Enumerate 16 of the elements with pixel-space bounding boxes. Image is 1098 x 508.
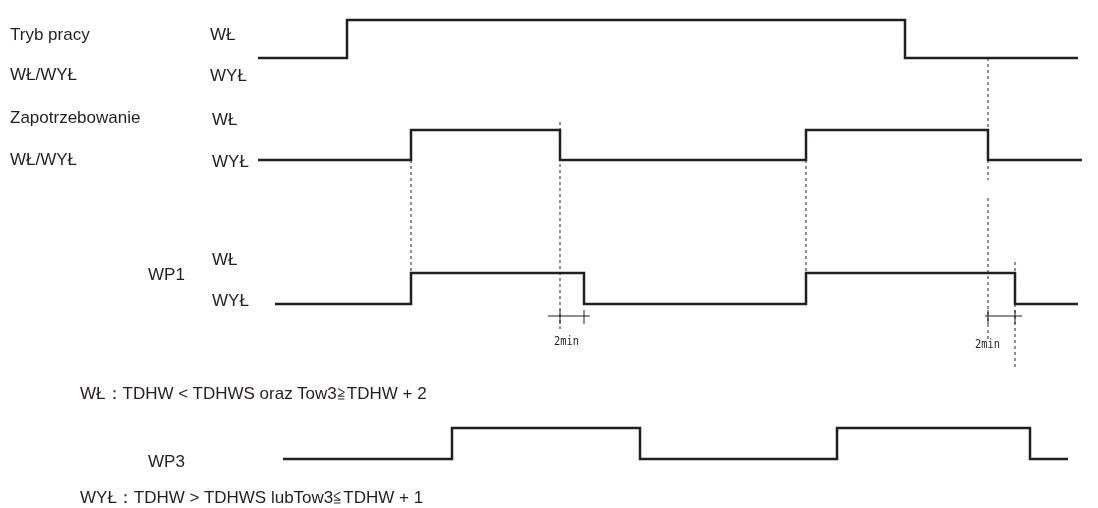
state-label: WYŁ xyxy=(212,291,249,311)
signal-name: WŁ/WYŁ xyxy=(10,65,78,85)
signal-name: WŁ/WYŁ xyxy=(10,150,78,170)
state-label: WŁ xyxy=(212,110,238,130)
condition-text: WYŁ：TDHW > TDHWS lubTow3≦TDHW + 1 xyxy=(80,488,424,508)
duration-label: 2min xyxy=(975,335,1001,353)
signal-name: Zapotrzebowanie xyxy=(10,108,141,128)
state-label: WŁ xyxy=(210,25,236,45)
state-label: WYŁ xyxy=(210,66,247,86)
condition-text: WŁ：TDHW < TDHWS oraz Tow3≧TDHW + 2 xyxy=(80,384,427,404)
signal-name: WP3 xyxy=(148,452,185,472)
state-label: WŁ xyxy=(212,250,238,270)
signal-name: WP1 xyxy=(148,265,185,285)
state-label: WYŁ xyxy=(212,152,249,172)
duration-label: 2min xyxy=(554,332,580,350)
signal-name: Tryb pracy xyxy=(10,25,90,45)
